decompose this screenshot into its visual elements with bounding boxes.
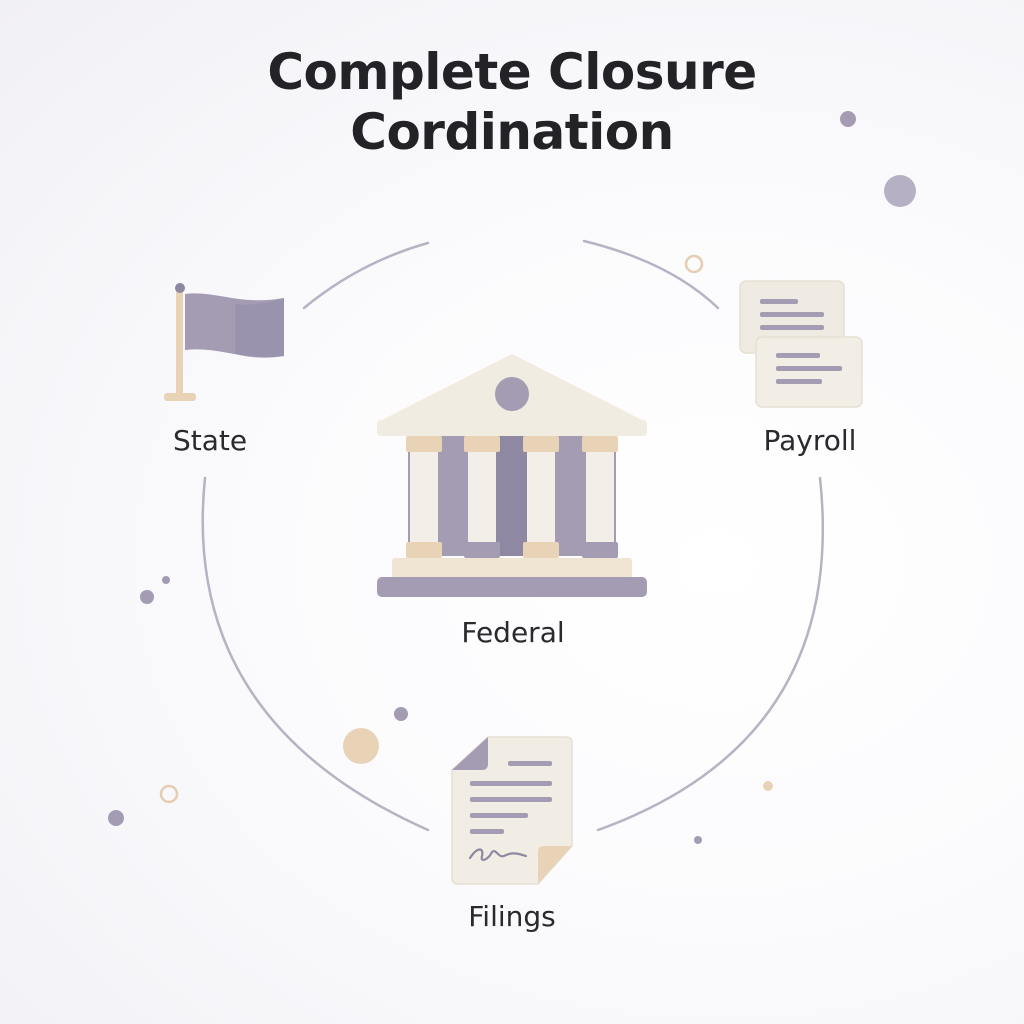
flag-icon	[164, 283, 284, 401]
signed-document-icon	[451, 736, 573, 885]
decorative-dots	[108, 111, 916, 844]
title-line-1: Complete Closure	[267, 43, 757, 101]
node-label-payroll: Payroll	[763, 424, 857, 457]
ring-dot	[684, 254, 704, 274]
dot	[763, 781, 773, 791]
ring-dot	[159, 784, 179, 804]
dot	[884, 175, 916, 207]
dot	[162, 576, 170, 584]
ring-arc-left	[201, 476, 430, 832]
ring-arc-top-left	[302, 241, 430, 310]
title-line-2: Cordination	[350, 103, 674, 161]
dot	[840, 111, 856, 127]
dot	[343, 728, 379, 764]
diagram-title: Complete Closure Cordination	[0, 42, 1024, 162]
cycle-ring	[201, 239, 825, 832]
dot	[140, 590, 154, 604]
dot	[394, 707, 408, 721]
ring-arc-top-right	[582, 239, 720, 310]
node-label-state: State	[172, 424, 248, 457]
node-label-federal: Federal	[461, 616, 565, 649]
dot	[694, 836, 702, 844]
documents-icon	[739, 280, 863, 408]
ring-arc-right	[596, 476, 825, 832]
node-label-filings: Filings	[468, 900, 556, 933]
government-building-icon	[377, 354, 647, 597]
dot	[108, 810, 124, 826]
